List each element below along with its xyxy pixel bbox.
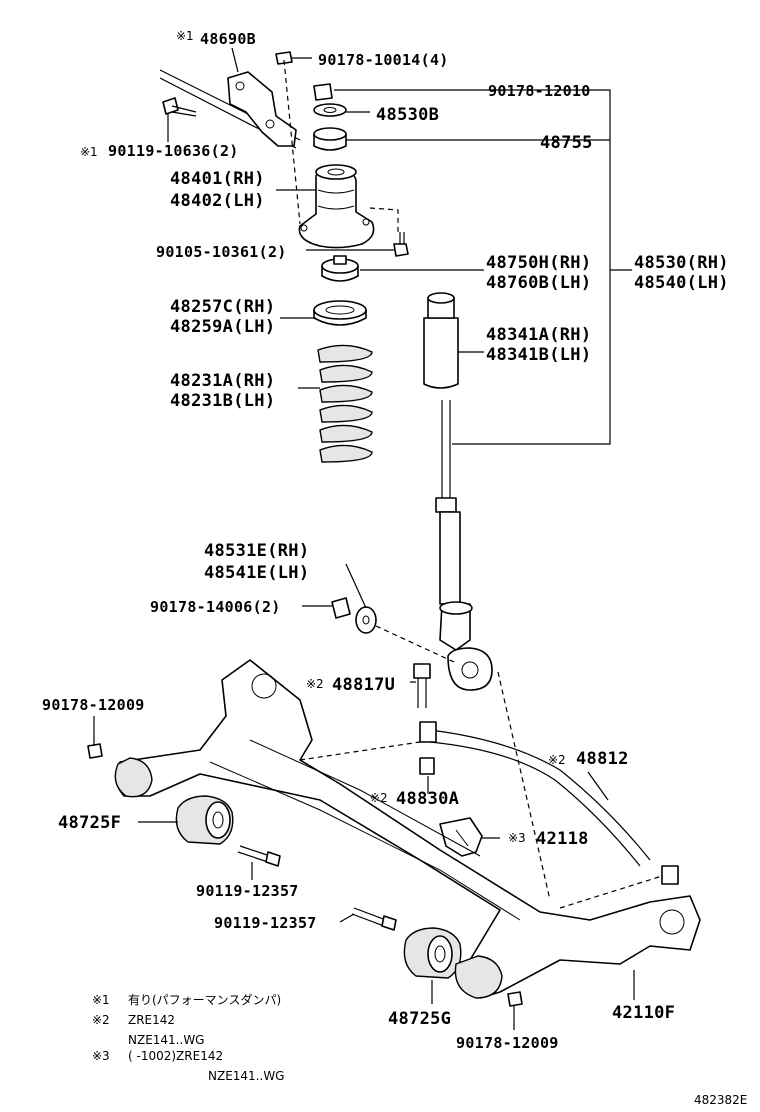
bush-48830A — [419, 757, 435, 775]
nut-90178-12009-left — [87, 743, 103, 759]
note-1-mark: ※1 — [92, 993, 110, 1007]
label-48725G: 48725G — [388, 1009, 451, 1029]
stabilizer-bar — [419, 721, 679, 885]
label-48812-mark: ※2 — [548, 753, 566, 767]
label-48690B: 48690B — [200, 30, 256, 48]
label-90178-14006: 90178-14006(2) — [150, 598, 281, 616]
label-48401: 48401(RH) — [170, 169, 265, 189]
label-90178-12009-left: 90178-12009 — [42, 696, 145, 714]
label-48812: 48812 — [576, 749, 629, 769]
note-4-text: ( -1002)ZRE142 — [128, 1049, 223, 1063]
nut-90178-14006 — [331, 597, 351, 619]
suspension-support — [298, 164, 375, 249]
bushing-48725G — [403, 927, 462, 979]
part-labels: ※1 48690B 90178-10014(4) 90178-12010 485… — [42, 29, 729, 1052]
label-48725F: 48725F — [58, 813, 121, 833]
figure-id: 482382E — [694, 1093, 747, 1107]
label-48341A: 48341A(RH) — [486, 325, 591, 345]
label-48257C: 48257C(RH) — [170, 297, 275, 317]
label-48830A-mark: ※2 — [370, 791, 388, 805]
note-5-text: NZE141..WG — [208, 1069, 284, 1083]
bushing-48725F — [175, 795, 234, 845]
label-48231A: 48231A(RH) — [170, 371, 275, 391]
label-48750H: 48750H(RH) — [486, 253, 591, 273]
label-90105-10361: 90105-10361(2) — [156, 243, 287, 261]
label-90119-10636-mark: ※1 — [80, 145, 98, 159]
label-48690B-mark: ※1 — [176, 29, 194, 43]
bushing-48755 — [313, 127, 347, 151]
leader-lines — [93, 47, 663, 1030]
label-48540: 48540(LH) — [634, 273, 729, 293]
nut-90178-12010 — [313, 83, 333, 101]
axle-beam — [114, 659, 701, 999]
shock-absorber — [435, 400, 493, 691]
label-42110F: 42110F — [612, 1003, 675, 1023]
performance-damper-bracket — [159, 69, 301, 149]
label-48530: 48530(RH) — [634, 253, 729, 273]
insulator — [321, 255, 359, 282]
bump-stopper — [423, 292, 459, 389]
label-48817U: 48817U — [332, 675, 395, 695]
washer-48530B — [313, 103, 347, 117]
nut-90178-12009-right — [507, 991, 523, 1007]
label-90119-12357-upper: 90119-12357 — [196, 882, 299, 900]
label-48830A: 48830A — [396, 789, 459, 809]
label-90119-10636: 90119-10636(2) — [108, 142, 239, 160]
label-42118: 42118 — [536, 829, 589, 849]
bolt-90119-10636 — [162, 97, 197, 117]
label-42118-mark: ※3 — [508, 831, 526, 845]
note-2-text: ZRE142 — [128, 1013, 175, 1027]
bolt-90119-12357-lower — [351, 907, 397, 931]
label-90178-10014: 90178-10014(4) — [318, 51, 449, 69]
label-48259A: 48259A(LH) — [170, 317, 275, 337]
bolt-90119-12357-upper — [237, 845, 281, 867]
spring-insulator — [313, 300, 367, 326]
label-90178-12009-right: 90178-12009 — [456, 1034, 559, 1052]
label-48530B: 48530B — [376, 105, 439, 125]
label-48341B: 48341B(LH) — [486, 345, 591, 365]
note-3-text: NZE141..WG — [128, 1033, 204, 1047]
bushing-48531E — [355, 606, 377, 634]
label-48402: 48402(LH) — [170, 191, 265, 211]
bolt-48817U — [413, 663, 431, 708]
coil-spring — [317, 344, 373, 463]
label-48755: 48755 — [540, 133, 593, 153]
bracket-42118 — [439, 817, 483, 857]
label-48817U-mark: ※2 — [306, 677, 324, 691]
bolt-90105-10361 — [393, 232, 409, 257]
note-4-mark: ※3 — [92, 1049, 110, 1063]
label-48541E: 48541E(LH) — [204, 563, 309, 583]
label-48531E: 48531E(RH) — [204, 541, 309, 561]
label-48760B: 48760B(LH) — [486, 273, 591, 293]
nut-90178-10014 — [275, 51, 293, 65]
note-1-text: 有り(パフォーマンスダンパ) — [128, 992, 281, 1007]
label-90178-12010: 90178-12010 — [488, 82, 591, 100]
label-90119-12357-lower: 90119-12357 — [214, 914, 317, 932]
label-48231B: 48231B(LH) — [170, 391, 275, 411]
footnotes: ※1 有り(パフォーマンスダンパ) ※2 ZRE142 NZE141..WG ※… — [92, 992, 284, 1083]
note-2-mark: ※2 — [92, 1013, 110, 1027]
